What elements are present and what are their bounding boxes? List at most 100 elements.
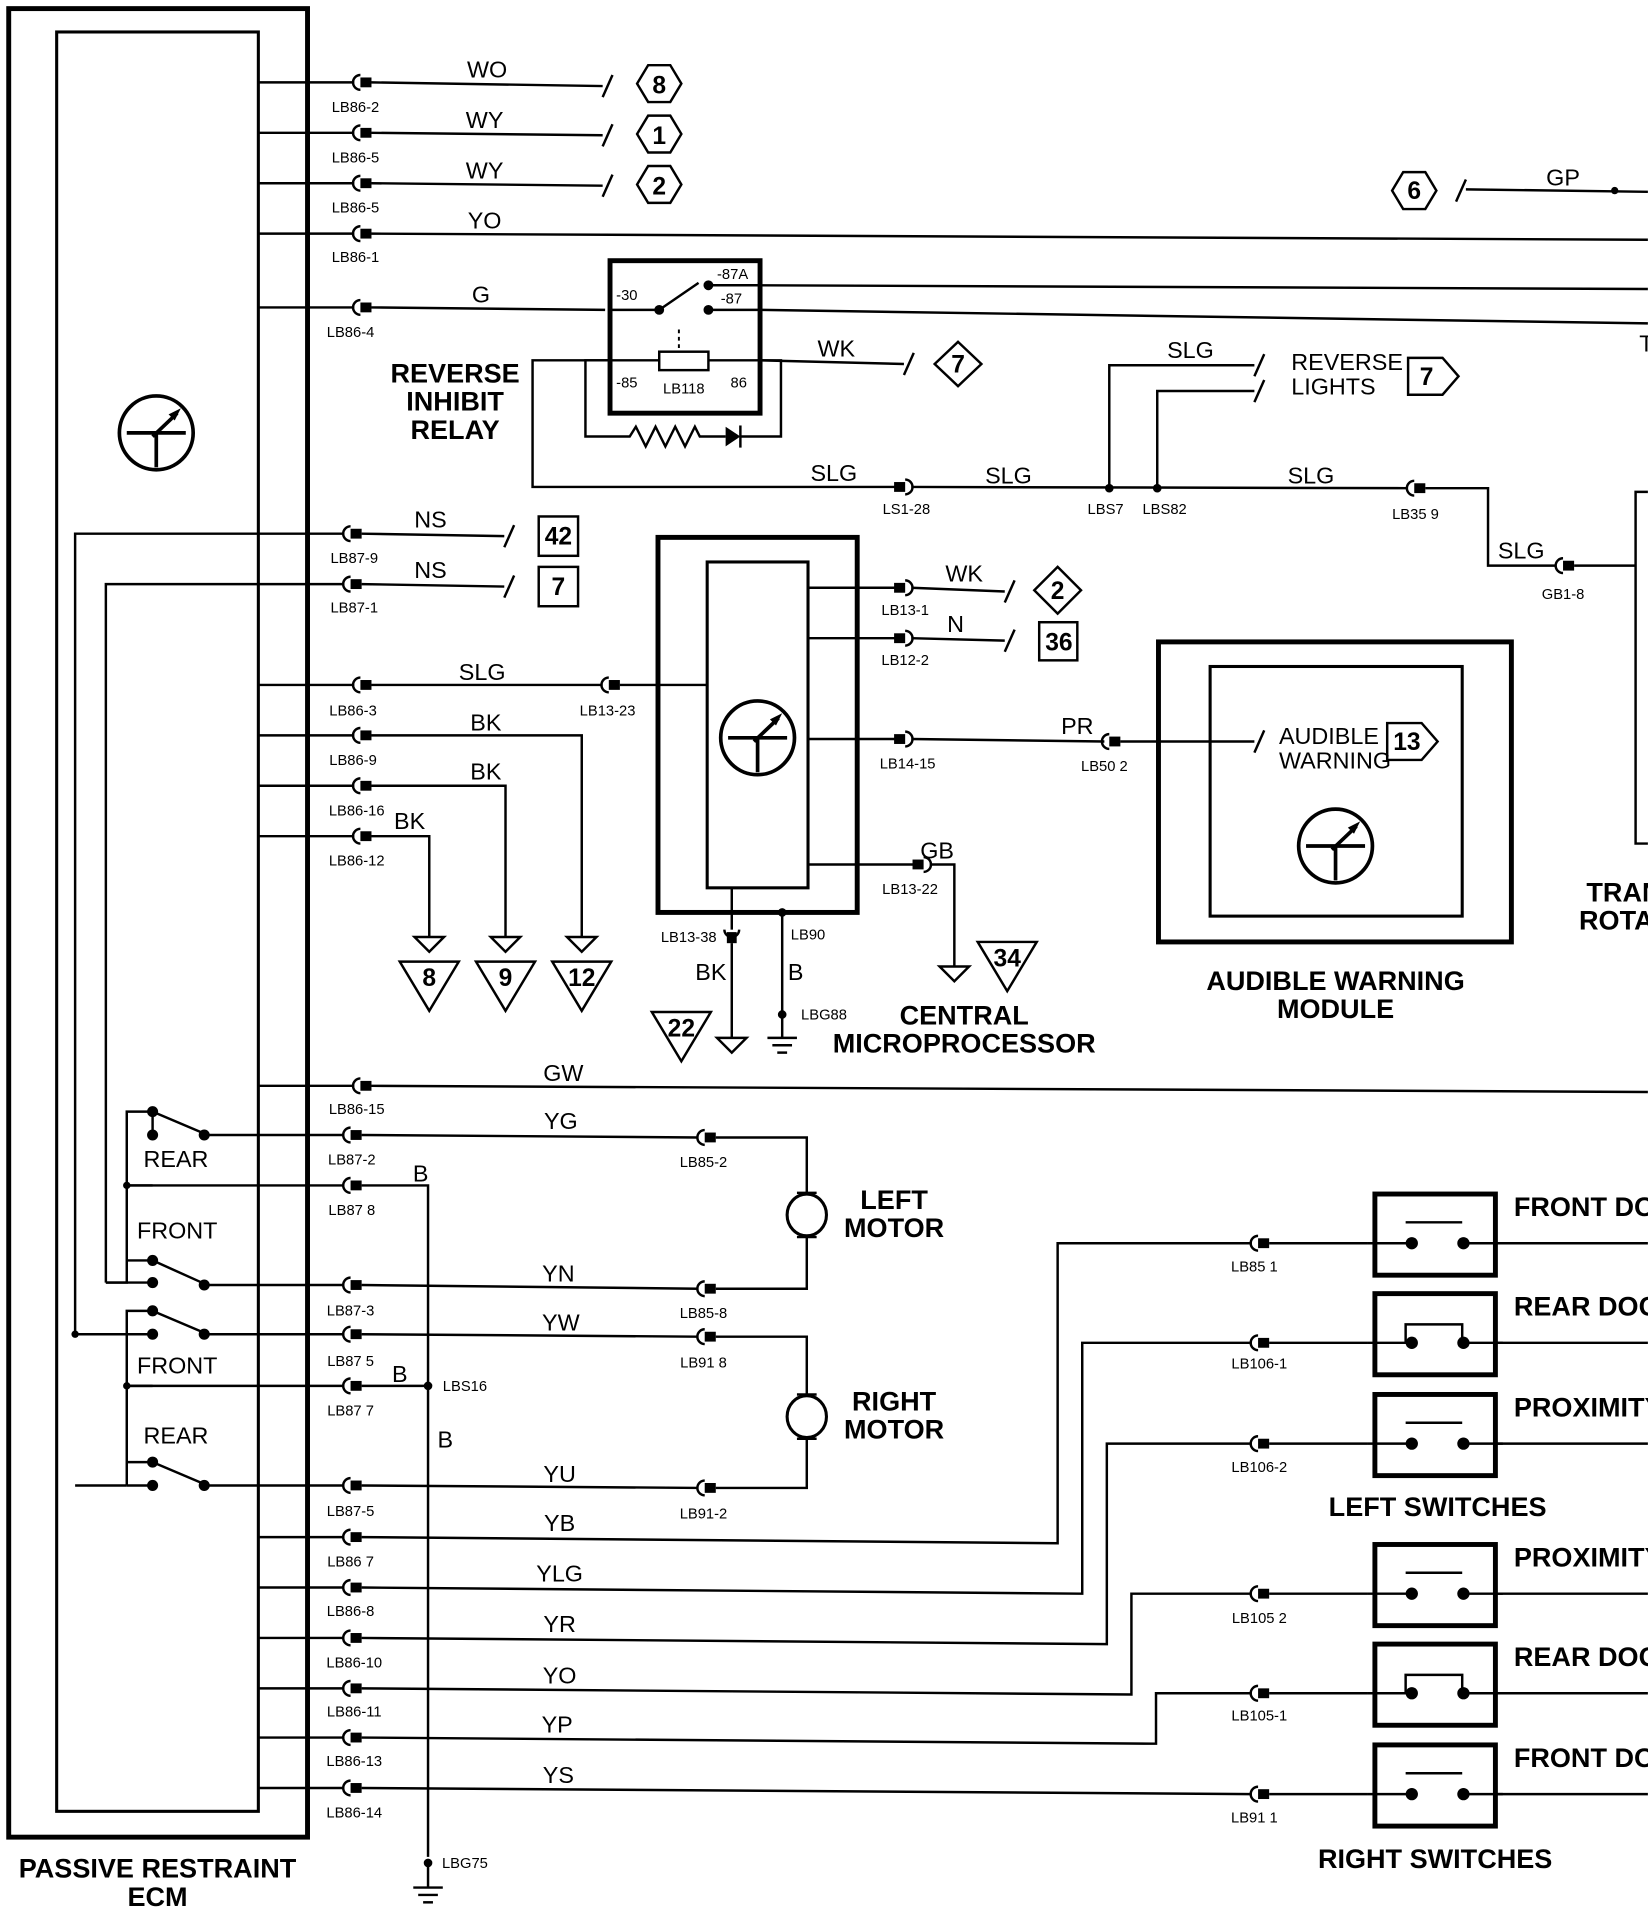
yr-color: YR	[543, 1611, 575, 1637]
wire-g: G LB86-4	[258, 282, 606, 341]
b1-color: B	[413, 1161, 429, 1187]
yb-color: YB	[544, 1510, 575, 1536]
ecm-meter-icon	[117, 394, 196, 472]
reverse-lights-line2: LIGHTS	[1291, 374, 1375, 400]
slg-color4: SLG	[1498, 537, 1545, 563]
lm-yn-conn: LB85-8	[680, 1306, 728, 1322]
lm-yg-ecm: LB87-2	[328, 1153, 376, 1169]
slg-splice1: LBS7	[1088, 502, 1124, 518]
ylg-ecm: LB86-8	[327, 1604, 375, 1620]
cpu-gb-conn: LB13-22	[882, 882, 938, 898]
audible-title2: MODULE	[1277, 994, 1394, 1024]
b2-conn: LB87 7	[327, 1403, 374, 1419]
bk2-ref: 9	[499, 965, 513, 992]
wire-bk-2: BK LB86-16 9	[258, 759, 538, 1014]
switch-wire-ylg: YLG LB86-8 LB106-1	[258, 1334, 1368, 1620]
wire-gp: 6 GP	[1390, 165, 1648, 211]
sw-label-4: REAR DOCK	[1514, 1642, 1648, 1672]
wire-yo-connector: LB86-1	[332, 250, 380, 266]
relay-id: LB118	[663, 381, 705, 397]
cpu-out1-conn: LB13-1	[881, 603, 929, 619]
relay-title2: INHIBIT	[406, 387, 504, 417]
relay-title3: RELAY	[411, 415, 500, 445]
yo-conn: LB105 2	[1232, 1611, 1287, 1627]
sw-label-5: FRONT DOC	[1514, 1743, 1648, 1773]
b-ground-wires: B LB87 8 B LB87 7 LBS16 B LBG75	[126, 1161, 488, 1904]
relay-title1: REVERSE	[390, 358, 519, 388]
right-motor: YW LB87 5 LB91 8 YU LB87-5 LB91-2 RIGHT …	[258, 1310, 944, 1523]
bk2-connector: LB86-16	[329, 803, 385, 819]
wire-g-connector: LB86-4	[327, 325, 375, 341]
wire-yo-color: YO	[468, 208, 502, 234]
ylg-color: YLG	[536, 1560, 583, 1586]
tran-rotary-box: TRAN ROTAR T	[1579, 331, 1648, 936]
tran-line2: ROTAR	[1579, 906, 1648, 936]
relay-pin86: 86	[731, 375, 747, 391]
sw-label-1: REAR DOCK	[1514, 1292, 1648, 1322]
b1-conn: LB87 8	[328, 1203, 375, 1219]
cpu-b1-ref: 22	[668, 1016, 695, 1043]
bk1-color: BK	[470, 709, 502, 735]
yp-color: YP	[542, 1712, 573, 1738]
relay-pin87: -87	[721, 292, 742, 308]
right-switches-label: RIGHT SWITCHES	[1318, 1844, 1552, 1874]
b-ground: LBG75	[442, 1856, 488, 1872]
cpu-out2-color: N	[947, 611, 964, 637]
slg-conn1: LS1-28	[883, 502, 931, 518]
b2-color: B	[392, 1361, 408, 1387]
wire-gw: GW LB86-15	[258, 1060, 1648, 1118]
central-microprocessor: CENTRAL MICROPROCESSOR	[655, 534, 1096, 1059]
reverse-inhibit-relay: -30 -87A -87 -85 86 LB118 REVERSE INHIBI…	[390, 258, 1648, 450]
sw-label-2: PROXIMITY	[1514, 1393, 1648, 1423]
wire-wo: WO LB86-2 8	[258, 56, 683, 116]
cpu-out-wk: WK LB13-1 2	[808, 561, 1083, 619]
wire-wo-connector: LB86-2	[332, 100, 380, 116]
bk1-connector: LB86-9	[329, 753, 377, 769]
bk3-color: BK	[394, 808, 426, 834]
cpu-bottom-wires: LB13-38 BK 22 LB90 B LBG88	[649, 887, 847, 1064]
b3-color: B	[437, 1426, 453, 1452]
ys-conn: LB91 1	[1231, 1810, 1278, 1826]
ecm-label-line2: ECM	[127, 1882, 187, 1912]
rm-yu-conn: LB91-2	[680, 1507, 728, 1523]
sw-front1: FRONT	[137, 1217, 217, 1243]
rm-yw-ecm: LB87 5	[327, 1354, 374, 1370]
cpu-out1-color: WK	[945, 561, 983, 587]
slg-color3: SLG	[1288, 462, 1335, 488]
yb-ecm: LB86 7	[327, 1555, 374, 1571]
yp-ecm: LB86-13	[326, 1754, 382, 1770]
switch-wire-yo: YO LB86-11 LB105 2	[258, 1585, 1368, 1721]
gw-connector: LB86-15	[329, 1102, 385, 1118]
audible-inner1: AUDIBLE	[1279, 723, 1379, 749]
sw-rear1: REAR	[144, 1146, 209, 1172]
cpu-out2-ref: 36	[1045, 630, 1072, 657]
cpu-b2-color: B	[788, 959, 804, 985]
sw-label-0: FRONT DOC	[1514, 1192, 1648, 1222]
gw-color: GW	[543, 1060, 583, 1086]
wire-wy-1: WY LB86-5 1	[258, 107, 683, 166]
wire-ns-1: NS LB87-9 42	[73, 507, 580, 1335]
pr-conn: LB50 2	[1081, 759, 1128, 775]
sw-rear2: REAR	[144, 1423, 209, 1449]
lm-yn: YN	[542, 1260, 574, 1286]
wire-bk-3: BK LB86-12 8	[258, 808, 461, 1014]
sw-front2: FRONT	[137, 1353, 217, 1379]
slg-conn3: GB1-8	[1542, 587, 1585, 603]
yo-color: YO	[543, 1662, 577, 1688]
wire-wy1-color: WY	[466, 107, 504, 133]
bk1-ref: 12	[568, 965, 595, 992]
reverse-lights-line1: REVERSE	[1291, 349, 1403, 375]
cpu-b2-ground: LBG88	[801, 1007, 847, 1023]
bk2-color: BK	[470, 759, 502, 785]
ns2-ref: 7	[552, 574, 566, 601]
wire-yo-top: YO LB86-1	[258, 208, 1648, 266]
ecm-label-line1: PASSIVE RESTRAINT	[19, 1854, 297, 1884]
yr-conn: LB106-2	[1231, 1460, 1287, 1476]
cpu-out-n: N LB12-2 36	[808, 611, 1079, 669]
gp-color: GP	[1546, 165, 1580, 191]
cpu-b1-conn: LB13-38	[661, 930, 717, 946]
ns1-color: NS	[414, 507, 446, 533]
cpu-out-gb: GB LB13-22 34	[808, 837, 1039, 994]
cpu-in-ecm: LB86-3	[329, 704, 377, 720]
